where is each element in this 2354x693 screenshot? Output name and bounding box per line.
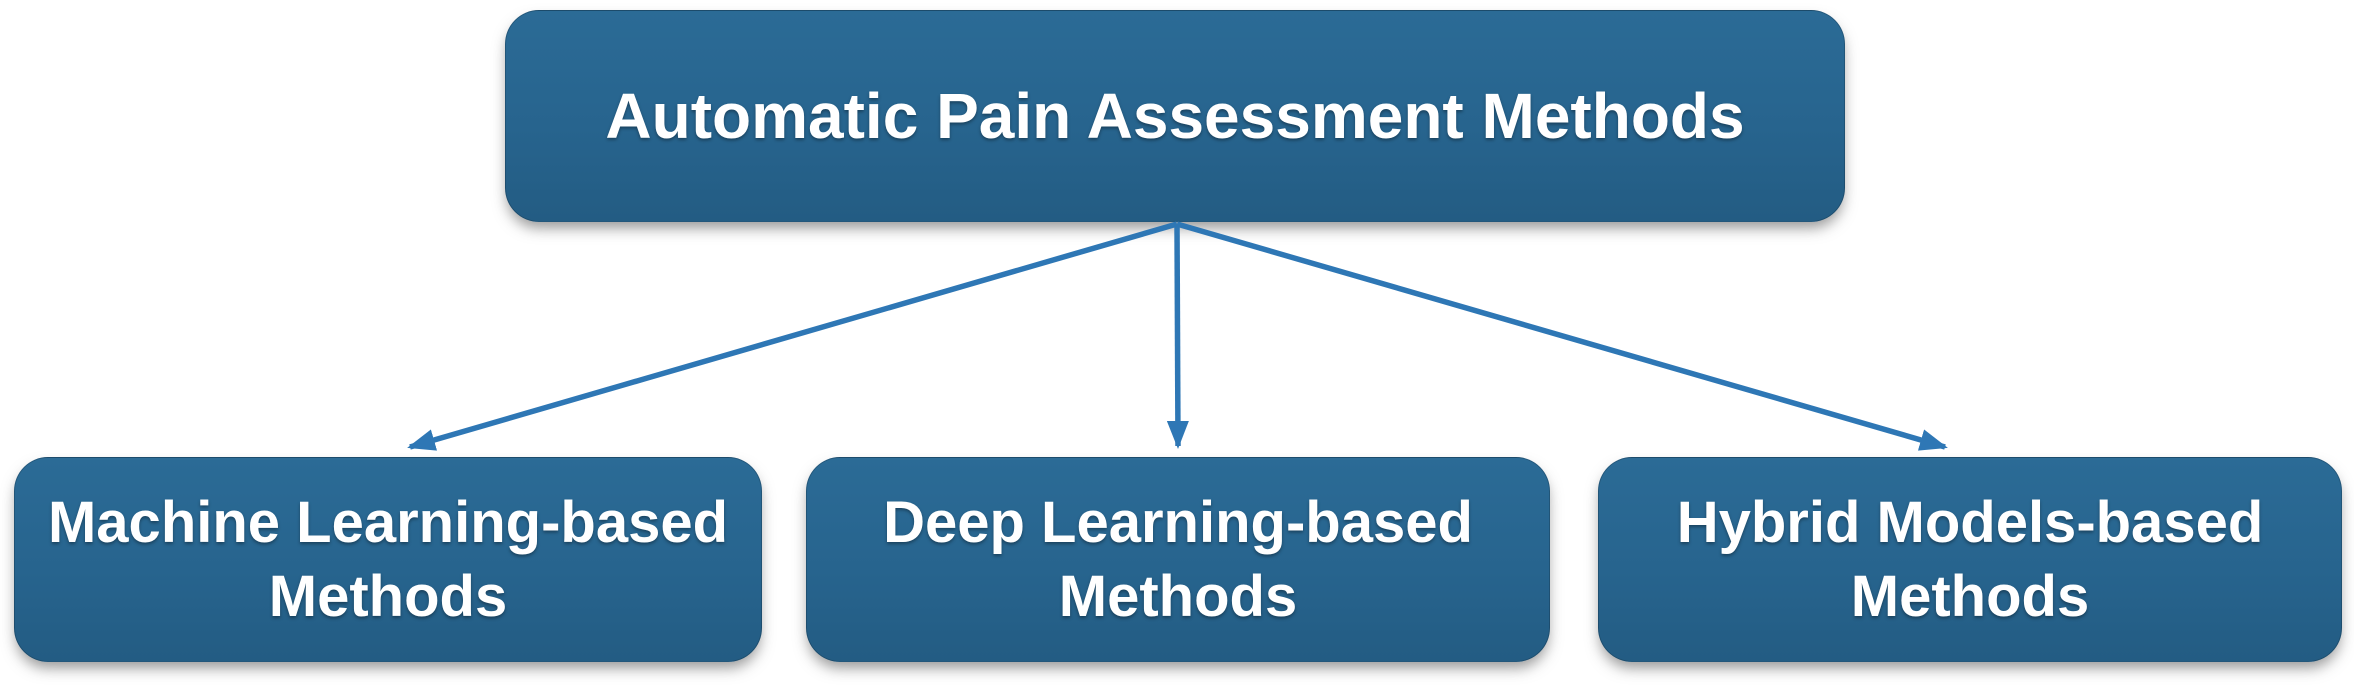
node-ml-label: Machine Learning-based Methods (47, 490, 729, 629)
arrow-root-to-hybrid (1176, 221, 1948, 451)
node-machine-learning-based-methods: Machine Learning-based Methods (14, 457, 762, 662)
node-root-label: Automatic Pain Assessment Methods (605, 79, 1745, 152)
node-dl-label: Deep Learning-based Methods (883, 490, 1473, 629)
node-hybrid-models-based-methods: Hybrid Models-based Methods (1598, 457, 2342, 662)
arrow-root-to-dl (1166, 223, 1189, 449)
node-automatic-pain-assessment-methods: Automatic Pain Assessment Methods (505, 10, 1845, 222)
node-deep-learning-based-methods: Deep Learning-based Methods (806, 457, 1550, 662)
arrow-root-to-ml (407, 221, 1178, 451)
node-hybrid-label: Hybrid Models-based Methods (1676, 490, 2264, 629)
